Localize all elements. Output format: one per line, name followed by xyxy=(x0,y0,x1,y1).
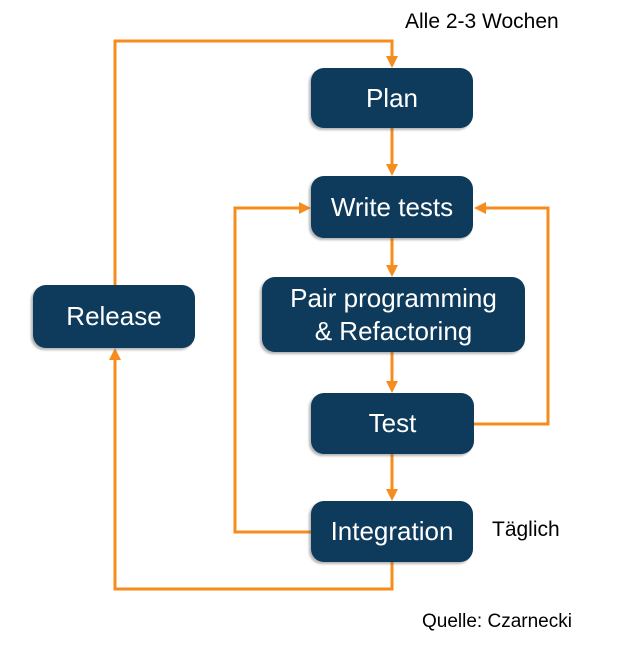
node-integration-label: Integration xyxy=(330,516,454,546)
arrowhead-test-to-integration xyxy=(386,489,398,501)
node-plan: Plan xyxy=(311,68,473,128)
arrowhead-pair-to-test xyxy=(386,381,398,393)
cycle-duration-note: Alle 2-3 Wochen xyxy=(405,10,559,33)
daily-note: Täglich xyxy=(492,518,560,541)
arrowhead-integration-to-write-tests xyxy=(299,202,311,214)
node-plan-label: Plan xyxy=(365,82,419,113)
node-pair-programming: Pair programming & Refactoring xyxy=(262,277,525,352)
edge-test-to-write-tests xyxy=(474,206,550,426)
arrowhead-release-to-plan xyxy=(386,56,398,68)
node-pair-programming-label-line1: Pair programming xyxy=(290,282,497,313)
node-test-label: Test xyxy=(368,408,417,438)
arrowhead-plan-to-write-tests xyxy=(386,164,398,176)
node-integration: Integration xyxy=(311,501,473,562)
node-test: Test xyxy=(311,393,474,454)
edge-integration-to-write-tests xyxy=(233,206,311,534)
node-release-label: Release xyxy=(66,301,162,331)
edge-release-to-plan xyxy=(113,39,394,285)
node-release: Release xyxy=(33,285,195,348)
edge-integration-to-release xyxy=(113,360,394,591)
node-write-tests: Write tests xyxy=(311,176,473,238)
source-credit: Quelle: Czarnecki xyxy=(422,611,572,632)
arrowhead-write-tests-to-pair xyxy=(386,265,398,277)
arrowhead-test-to-write-tests xyxy=(474,202,486,214)
node-write-tests-label: Write tests xyxy=(330,191,454,222)
arrowhead-integration-to-release xyxy=(109,348,121,360)
node-pair-programming-label-line2: & Refactoring xyxy=(314,315,473,346)
